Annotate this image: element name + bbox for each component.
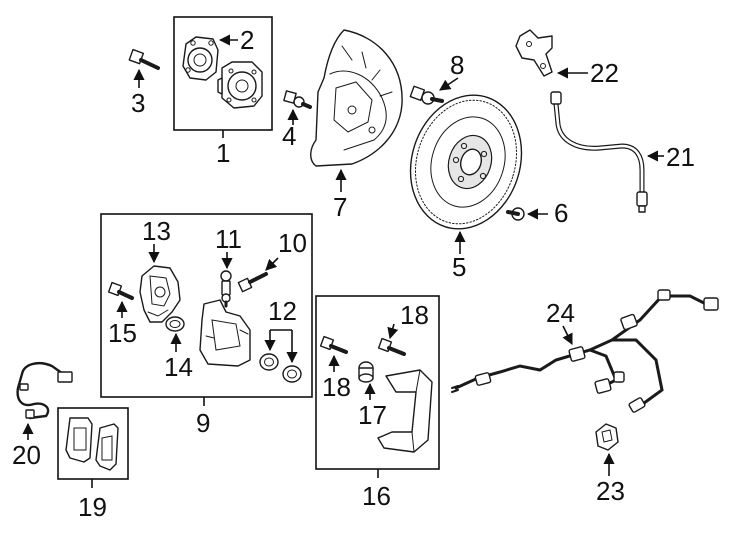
caliper-bracket-part [377,369,433,453]
part-4-bolt: 4 [282,90,312,151]
callout-11: 11 [215,224,242,254]
callout-20: 20 [12,440,41,470]
part-14-seal-ring [165,316,185,332]
callout-6: 6 [554,198,568,228]
part-18-bolt-right [377,337,406,356]
callout-18-left: 18 [322,372,351,402]
part-21-brake-hose: 21 [550,91,695,213]
part-10-bolt [237,272,268,293]
brake-pad-right-part [95,423,119,471]
callout-7: 7 [333,192,347,222]
callout-4: 4 [282,121,296,151]
callout-22: 22 [590,58,619,88]
callout-10: 10 [278,228,307,258]
callout-18-right: 18 [400,300,429,330]
group-box-16: 18 18 17 16 [315,295,440,511]
part-24-wiring-harness: 24 [451,289,719,413]
part-20-wear-sensor: 20 [12,362,73,470]
callout-1: 1 [216,138,230,168]
part-8-bolt: 8 [409,50,464,105]
part-15-bolt [107,281,134,300]
part-13-caliper-housing [139,265,181,323]
part-11-guide-pin [220,270,232,308]
part-18-bolt-left [319,335,348,354]
callout-9: 9 [196,408,210,438]
part-7-dust-shield: 7 [310,29,403,222]
box-9-frame [100,213,313,398]
part-23-connector: 23 [595,423,625,506]
callout-2: 2 [240,25,254,55]
callout-5: 5 [452,252,466,282]
callout-8: 8 [450,50,464,80]
callout-15: 15 [108,318,137,348]
caliper-carrier-part [199,299,251,367]
part-3-bolt: 3 [128,48,160,118]
callout-23: 23 [596,476,625,506]
part-6-rotor-screw: 6 [506,198,568,228]
part-17-bushing [358,361,374,383]
wheel-hub-part [217,61,263,109]
group-box-9: 13 15 14 11 10 [100,213,313,438]
box-19-frame [57,407,129,480]
group-box-1: 2 1 [173,16,273,168]
callout-14: 14 [164,352,193,382]
callout-17: 17 [358,400,387,430]
part-12-piston-seals [259,353,302,383]
callout-16: 16 [362,481,391,511]
part-5-brake-rotor: 5 [409,94,523,282]
callout-19: 19 [78,492,107,522]
group-box-19: 19 [57,407,129,522]
callout-24: 24 [546,298,575,328]
callout-3: 3 [131,88,145,118]
callout-13: 13 [142,216,171,246]
hub-bearing-flange-part [182,36,219,81]
callout-21: 21 [666,142,695,172]
brake-pad-left-part [65,417,93,463]
callout-12: 12 [268,296,297,326]
part-22-bracket: 22 [515,29,619,88]
